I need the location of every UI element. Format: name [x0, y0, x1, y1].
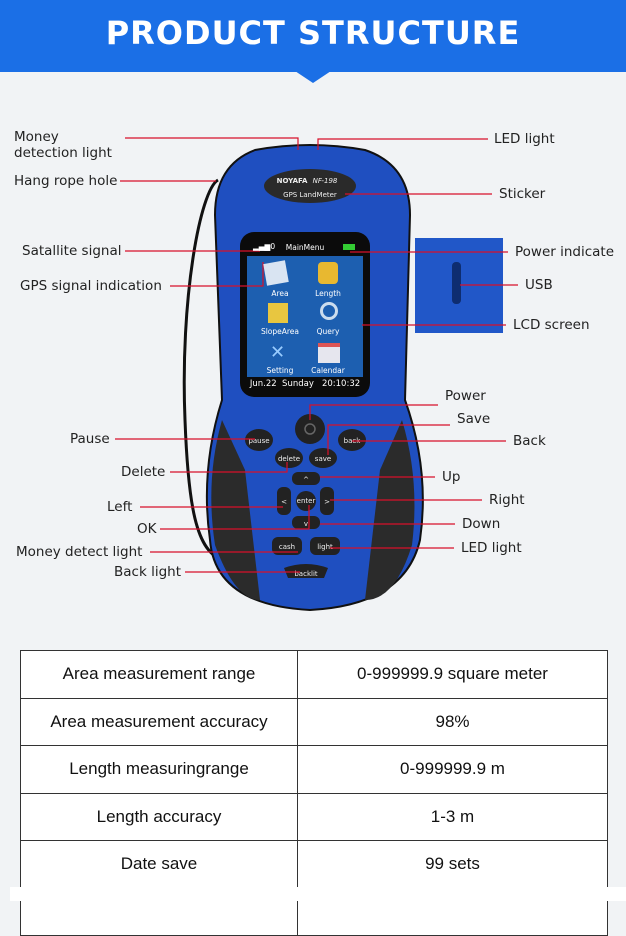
- enter-button[interactable]: [296, 491, 316, 511]
- header-arrow: [295, 71, 331, 83]
- label-satellite-signal: Satallite signal: [22, 243, 122, 259]
- label-money-detection-light: Money detection light: [14, 129, 112, 161]
- backlit-button-label: backlit: [294, 570, 318, 578]
- setting-icon: ✕: [270, 342, 286, 363]
- backlit-button[interactable]: [284, 564, 328, 578]
- power-button[interactable]: [295, 414, 325, 444]
- area-icon: [263, 260, 289, 286]
- app-slopearea[interactable]: SlopeArea: [260, 327, 300, 336]
- satellite-signal-indicator: ▂▄▆0: [253, 242, 276, 251]
- spec-name: Area measurement accuracy: [20, 697, 298, 746]
- spec-name: Length accuracy: [20, 792, 298, 841]
- down-button[interactable]: [292, 516, 320, 529]
- page-title: PRODUCT STRUCTURE: [105, 14, 521, 52]
- app-area[interactable]: Area: [271, 289, 289, 298]
- spec-value: 0-999999.9 square meter: [297, 650, 608, 699]
- up-button[interactable]: [292, 472, 320, 485]
- spec-value: 98%: [297, 697, 608, 746]
- query-icon: [320, 302, 338, 320]
- label-led-light-top: LED light: [494, 131, 555, 147]
- grip-left: [211, 420, 260, 600]
- app-query[interactable]: Query: [316, 327, 340, 336]
- back-button[interactable]: [338, 429, 366, 451]
- app-length[interactable]: Length: [315, 289, 341, 298]
- header-banner: [0, 0, 626, 72]
- lanyard: [182, 178, 226, 562]
- delete-button-label: delete: [278, 455, 300, 463]
- save-button-label: save: [315, 455, 331, 463]
- label-gps-signal: GPS signal indication: [20, 278, 162, 294]
- svg-text:v: v: [304, 520, 308, 528]
- spec-name: Date save: [20, 840, 298, 889]
- light-button-label: light: [317, 543, 333, 551]
- label-left: Left: [107, 499, 133, 515]
- label-pause: Pause: [70, 431, 110, 447]
- cash-button[interactable]: [272, 537, 302, 555]
- label-down: Down: [462, 516, 501, 532]
- left-button[interactable]: [277, 487, 291, 515]
- svg-text:^: ^: [303, 476, 309, 484]
- label-back: Back: [513, 433, 546, 449]
- label-power-indicate: Power indicate: [515, 244, 615, 260]
- svg-text:<: <: [281, 498, 287, 506]
- light-button[interactable]: [310, 537, 340, 555]
- usb-port: [452, 262, 461, 304]
- pause-button-label: pause: [248, 437, 269, 445]
- app-calendar[interactable]: Calendar: [311, 366, 345, 375]
- label-led-light: LED light: [461, 540, 522, 556]
- label-usb: USB: [525, 277, 553, 293]
- svg-text:>: >: [324, 498, 330, 506]
- device-name: GPS LandMeter: [283, 191, 337, 199]
- label-save: Save: [457, 411, 491, 427]
- right-button[interactable]: [320, 487, 334, 515]
- footer-strip: [10, 887, 626, 901]
- sticker: [264, 169, 356, 203]
- battery-icon: [343, 244, 355, 250]
- label-delete: Delete: [121, 464, 166, 480]
- spec-name: Length measuringrange: [20, 745, 298, 794]
- leader-lines: [115, 137, 518, 573]
- screen-status-bar: Jun.22 Sunday 20:10:32: [249, 379, 361, 389]
- save-button[interactable]: [309, 448, 337, 468]
- pause-button[interactable]: [245, 429, 273, 451]
- spec-value: 99 sets: [297, 840, 608, 889]
- power-icon: [304, 423, 316, 435]
- screen-title: MainMenu: [285, 243, 325, 252]
- cash-button-label: cash: [279, 543, 295, 551]
- signal-count: 0: [270, 242, 276, 251]
- label-right: Right: [489, 492, 525, 508]
- label-ok: OK: [137, 521, 157, 537]
- label-power: Power: [445, 388, 486, 404]
- length-icon: [318, 262, 338, 284]
- spec-value: 0-999999.9 m: [297, 745, 608, 794]
- label-money-detect-light: Money detect light: [16, 544, 143, 560]
- label-lcd-screen: LCD screen: [513, 317, 590, 333]
- label-sticker: Sticker: [499, 186, 546, 202]
- enter-button-label: enter: [297, 497, 316, 505]
- calendar-icon: [318, 343, 340, 363]
- model-text: NF-198: [313, 177, 338, 185]
- spec-value: 1-3 m: [297, 792, 608, 841]
- grip-right: [365, 420, 415, 600]
- brand-logo: NOYAFA: [277, 177, 308, 185]
- buttons: pause back delete save ^ < > enter v cas…: [245, 429, 366, 578]
- app-setting[interactable]: Setting: [266, 366, 294, 375]
- label-hang-rope-hole: Hang rope hole: [14, 173, 118, 189]
- label-back-light: Back light: [114, 564, 181, 580]
- label-up: Up: [442, 469, 461, 485]
- slopearea-icon: [268, 303, 288, 323]
- spec-name: Area measurement range: [20, 650, 298, 699]
- delete-button[interactable]: [275, 448, 303, 468]
